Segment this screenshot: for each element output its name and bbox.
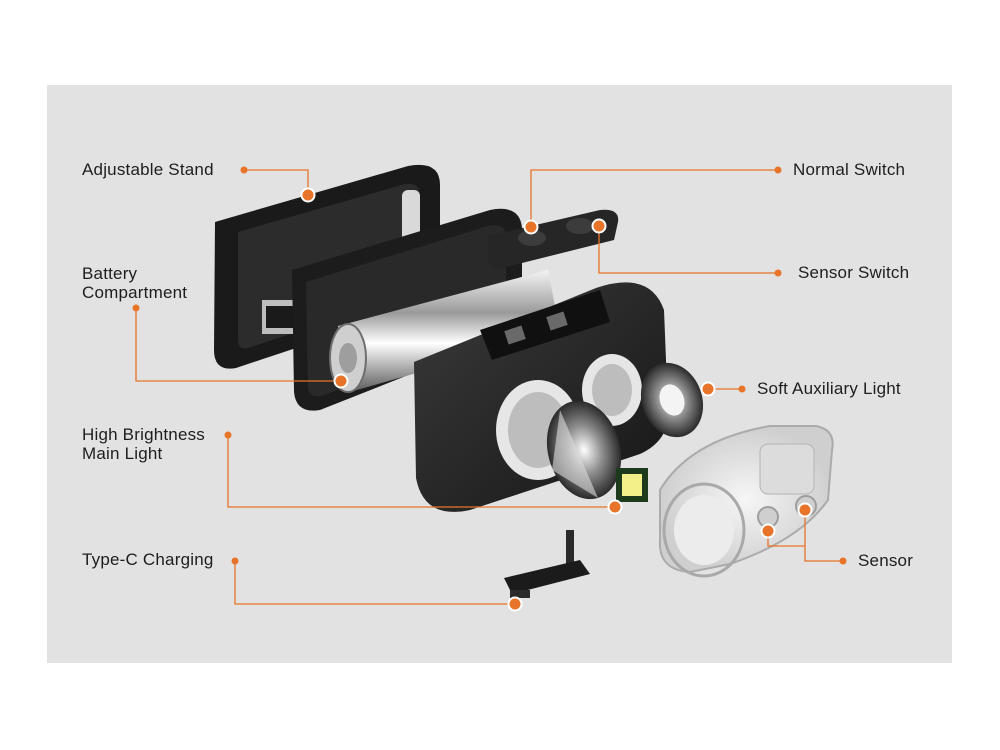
adjustable-stand-label: Adjustable Stand — [82, 160, 214, 179]
sensor-text: Sensor — [858, 551, 914, 570]
type-c-dot-start — [231, 557, 239, 565]
main-led-chip — [616, 468, 648, 502]
adjustable-stand-dot-start — [240, 166, 248, 174]
normal-switch-label: Normal Switch — [793, 160, 905, 179]
battery-compartment-text-line1: Battery — [82, 264, 138, 283]
type-c-leader — [234, 561, 515, 605]
type-c-dot-end — [507, 596, 523, 612]
front-lens-part — [658, 425, 834, 578]
normal-switch-leader — [530, 169, 778, 227]
battery-compartment-label: Battery Compartment — [82, 264, 187, 302]
high-brightness-dot-start — [224, 431, 232, 439]
battery-compartment-part — [292, 208, 560, 411]
high-brightness-text-line1: High Brightness — [82, 425, 206, 444]
soft-auxiliary-light-label: Soft Auxiliary Light — [757, 379, 901, 398]
leader-dots — [132, 166, 847, 612]
high-brightness-dot-end — [607, 499, 623, 515]
battery-compartment-leader — [135, 308, 341, 382]
sensor-dot-end-b — [760, 523, 776, 539]
normal-switch-dot-end — [523, 219, 539, 235]
soft-auxiliary-dot-end — [700, 381, 716, 397]
sensor-switch-label: Sensor Switch — [798, 263, 909, 282]
normal-switch-text: Normal Switch — [793, 160, 906, 179]
battery-compartment-dot-start — [132, 304, 140, 312]
normal-switch-dot-start — [774, 166, 782, 174]
leader-lines — [135, 169, 843, 605]
sensor-label: Sensor — [858, 551, 913, 570]
adjustable-stand-text: Adjustable Stand — [82, 160, 214, 179]
type-c-port-part — [504, 530, 590, 598]
high-brightness-label: High Brightness Main Light — [82, 425, 205, 463]
battery-compartment-text-line2: Compartment — [82, 283, 188, 302]
type-c-charging-label: Type-C Charging — [82, 550, 214, 569]
type-c-charging-text: Type-C Charging — [82, 550, 214, 569]
high-brightness-text-line2: Main Light — [82, 444, 163, 463]
sensor-switch-text: Sensor Switch — [798, 263, 910, 282]
auxiliary-reflector-part — [640, 362, 704, 438]
main-reflector-part — [546, 400, 622, 500]
sensor-dot-start — [839, 557, 847, 565]
sensor-switch-dot-start — [774, 269, 782, 277]
battery-compartment-dot-end — [333, 373, 349, 389]
soft-auxiliary-light-text: Soft Auxiliary Light — [757, 379, 901, 398]
sensor-switch-dot-end — [591, 218, 607, 234]
adjustable-stand-leader — [244, 169, 309, 195]
high-brightness-leader — [227, 435, 615, 508]
sensor-switch-leader — [598, 226, 778, 274]
sensor-dot-end-a — [797, 502, 813, 518]
switch-cover-part — [488, 209, 619, 269]
adjustable-stand-dot-end — [300, 187, 316, 203]
soft-auxiliary-dot-start — [738, 385, 746, 393]
